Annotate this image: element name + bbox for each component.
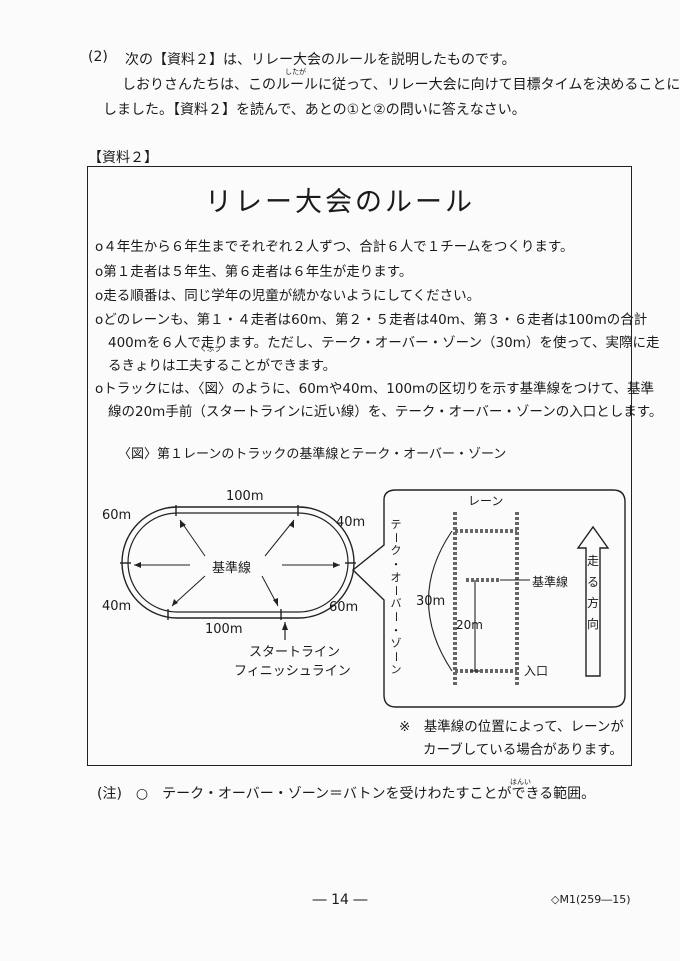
label-left-40: 40m	[102, 599, 132, 614]
ruby-kufuu: くふう	[200, 345, 221, 353]
label-left-60: 60m	[102, 508, 132, 523]
vchar: ・	[390, 623, 402, 637]
label-top-100: 100m	[226, 489, 264, 504]
label-right-60: 60m	[329, 600, 359, 615]
vchar: 向	[586, 617, 599, 631]
label-lane: レーン	[468, 494, 504, 508]
intro-line-1: 次の【資料２】は、リレー大会のルールを説明したものです。	[125, 52, 516, 68]
rule-line: 400mを６人で走ります。ただし、テーク・オーバー・ゾーン（30m）を使って、実…	[108, 335, 660, 351]
vchar: 走	[586, 554, 599, 568]
figure-caption: 〈図〉第１レーンのトラックの基準線とテーク・オーバー・ゾーン	[118, 447, 507, 462]
note-line-2: カーブしている場合があります。	[423, 742, 623, 758]
arrowheads	[134, 520, 340, 606]
direction-arrow	[576, 525, 610, 677]
rule-line: 線の20m手前（スタートラインに近い線）を、テーク・オーバー・ゾーンの入口としま…	[108, 404, 663, 420]
label-entrance: 入口	[524, 664, 549, 678]
vchar: ・	[390, 557, 402, 571]
label-direction: 走 る 方 向	[586, 551, 600, 635]
label-start-line: スタートライン	[249, 645, 341, 660]
vchar: ー	[389, 611, 403, 623]
lane-lines	[453, 512, 519, 686]
source-frame	[87, 166, 632, 766]
source-label: 【資料２】	[88, 150, 158, 166]
start-arrowhead	[282, 622, 288, 630]
note-line-1: ※ 基準線の位置によって、レーンが	[399, 719, 624, 735]
label-30m: 30m	[416, 594, 446, 609]
vchar: ー	[389, 532, 403, 544]
label-finish-line: フィニッシュライン	[234, 664, 351, 679]
label-20m: 20m	[456, 618, 483, 632]
ruby-hani: はんい	[510, 778, 531, 786]
rules-title: リレー大会のルール	[205, 187, 475, 218]
label-takeover-zone: テ ー ク ・ オ ー バ ー ・ ゾ ー ン	[389, 518, 403, 676]
vchar: テ	[390, 518, 402, 531]
page-number: ― 14 ―	[312, 892, 368, 908]
rule-line: o４年生から６年生までそれぞれ２人ずつ、合計６人で１チームをつくります。	[95, 239, 574, 255]
vchar: オ	[390, 570, 402, 584]
label-bottom-100: 100m	[205, 622, 243, 637]
vchar: 方	[586, 596, 599, 610]
intro-line-2: しおりさんたちは、このルールに従って、リレー大会に向けて目標タイムを決めることに	[122, 77, 680, 93]
label-kijunsen: 基準線	[212, 561, 252, 576]
vchar: ゾ	[390, 636, 402, 650]
footnote: (注) ○ テーク・オーバー・ゾーン＝バトンを受けわたすことができる範囲。	[97, 786, 596, 802]
kijunsen-arrows	[134, 519, 340, 607]
vchar: ー	[389, 651, 403, 663]
label-kijunsen-2: 基準線	[532, 575, 569, 589]
rule-line: o第１走者は５年生、第６走者は６年生が走ります。	[95, 264, 413, 280]
vchar: ー	[389, 585, 403, 597]
rule-line: o走る順番は、同じ学年の児童が続かないようにしてください。	[95, 288, 481, 304]
arc-30m	[428, 530, 453, 672]
intro-line-3: しました。【資料２】を読んで、あとの①と②の問いに答えなさい。	[103, 102, 526, 118]
label-right-40: 40m	[336, 515, 366, 530]
rule-line: oどのレーンも、第１・４走者は60m、第２・５走者は40m、第３・６走者は100…	[95, 312, 648, 328]
vchar: ン	[390, 663, 402, 677]
rule-line: oトラックには、〈図〉のように、60mや40m、100mの区切りを示す基準線をつ…	[95, 381, 655, 397]
zoom-callout	[351, 489, 626, 708]
question-number: (2)	[88, 49, 108, 65]
vchar: ク	[390, 544, 402, 558]
vchar: る	[586, 575, 599, 589]
ruby-shitaga: したが	[285, 68, 306, 76]
vchar: バ	[390, 597, 402, 611]
rule-line: るきょりは工夫することができます。	[108, 358, 337, 374]
document-code: ◇M1(259―15)	[551, 893, 631, 906]
